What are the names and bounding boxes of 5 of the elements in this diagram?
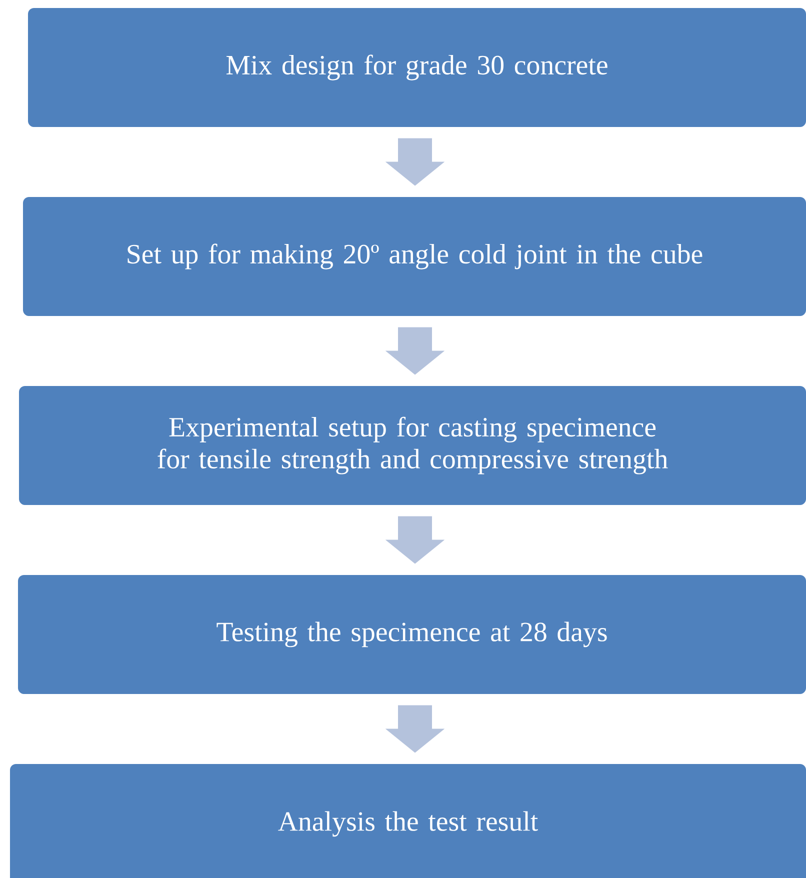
process-box: Testing the specimence at 28 days: [18, 575, 806, 694]
process-box: Experimental setup for casting specimence for tensile strength and compressive strength: [19, 386, 806, 505]
process-box: Analysis the test result: [10, 764, 806, 878]
process-box: Mix design for grade 30 concrete: [28, 8, 806, 127]
process-box: Set up for making 20º angle cold joint in the cube: [23, 197, 806, 316]
